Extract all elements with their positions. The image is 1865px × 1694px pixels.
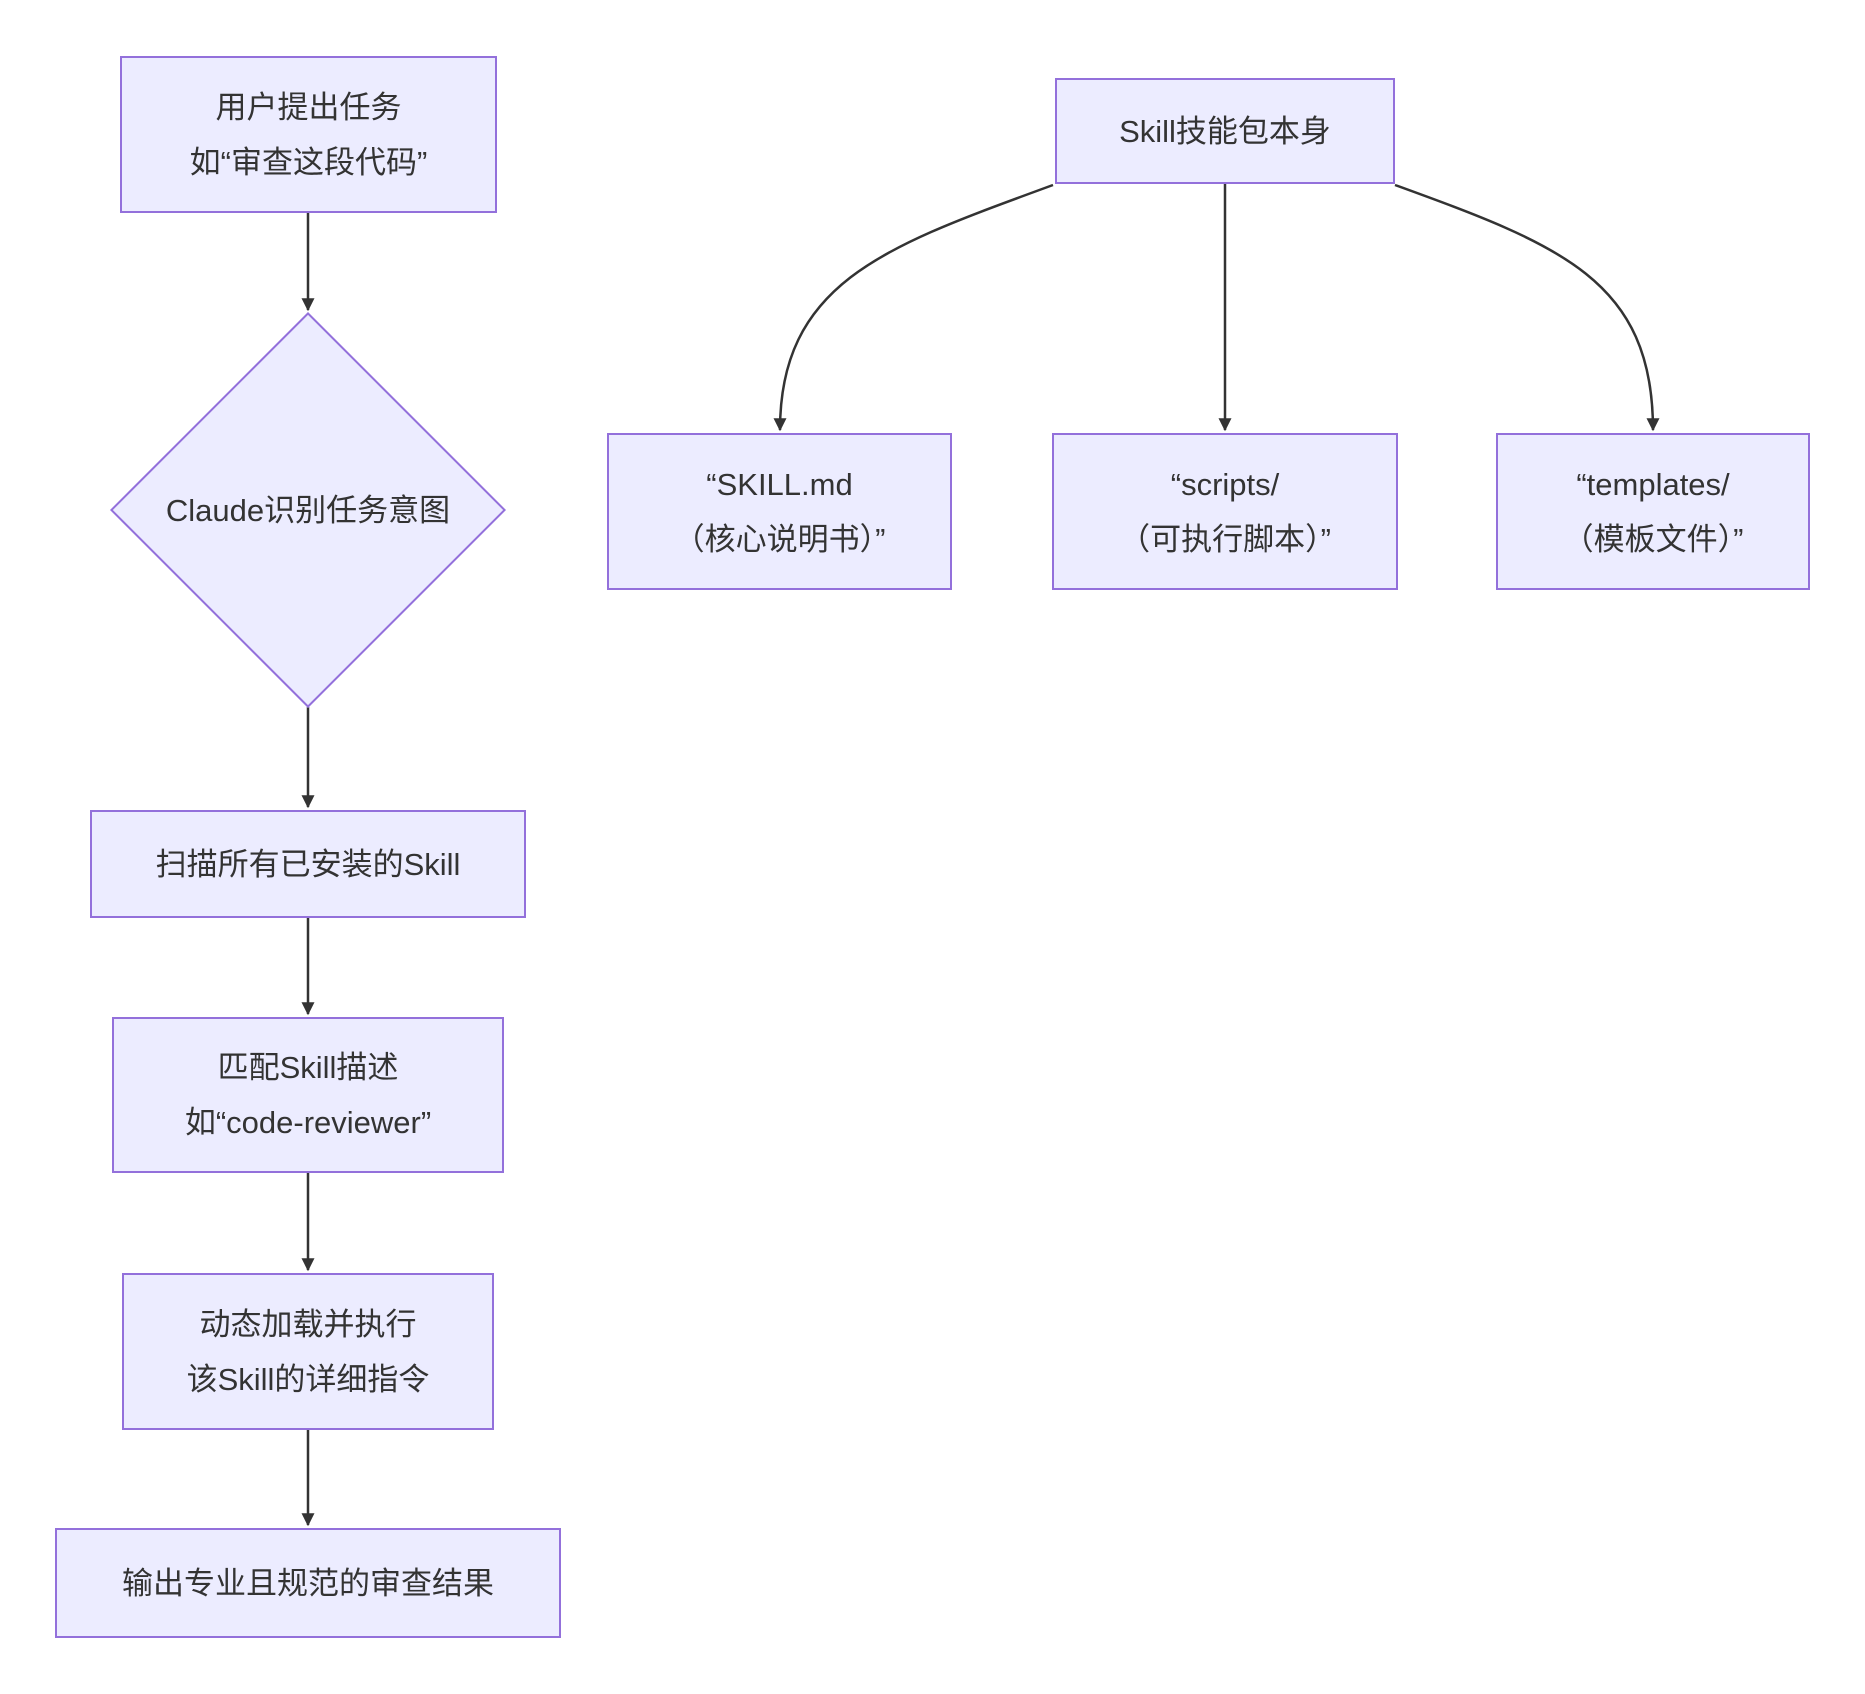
node-scripts-line2: （可执行脚本）” — [1119, 521, 1331, 557]
node-skill-package-root: Skill技能包本身 — [1055, 78, 1395, 184]
node-templates-line1: “templates/ — [1576, 466, 1730, 502]
node-load-execute-line2: 该Skill的详细指令 — [186, 1361, 430, 1397]
node-scripts-line1: “scripts/ — [1170, 466, 1280, 502]
node-match-skill-line2: 如“code-reviewer” — [184, 1105, 432, 1140]
node-templates-line2: （模板文件）” — [1562, 521, 1744, 557]
node-skill-md: “SKILL.md （核心说明书）” — [607, 433, 952, 590]
node-skill-md-line1: “SKILL.md — [706, 466, 853, 502]
decision-claude-intent: Claude识别任务意图 — [110, 370, 506, 650]
node-match-skill: 匹配Skill描述 如“code-reviewer” — [112, 1017, 504, 1173]
node-skill-md-line2: （核心说明书）” — [673, 521, 886, 557]
node-scan-skills-line1: 扫描所有已安装的Skill — [155, 846, 461, 882]
decision-claude-intent-label: Claude识别任务意图 — [165, 492, 451, 528]
node-user-task-line1: 用户提出任务 — [215, 89, 402, 125]
node-scripts: “scripts/ （可执行脚本）” — [1052, 433, 1398, 590]
node-output-result: 输出专业且规范的审查结果 — [55, 1528, 561, 1638]
node-match-skill-line1: 匹配Skill描述 — [217, 1050, 399, 1085]
node-user-task: 用户提出任务 如“审查这段代码” — [120, 56, 497, 213]
node-output-result-line1: 输出专业且规范的审查结果 — [122, 1565, 494, 1601]
arrow-root-to-skill-md — [773, 183, 1054, 432]
node-user-task-line2: 如“审查这段代码” — [189, 144, 428, 180]
node-scan-skills: 扫描所有已安装的Skill — [90, 810, 526, 918]
node-load-execute: 动态加载并执行 该Skill的详细指令 — [122, 1273, 494, 1430]
node-skill-package-root-line1: Skill技能包本身 — [1119, 113, 1331, 149]
arrow-root-to-templates — [1394, 183, 1660, 432]
node-templates: “templates/ （模板文件）” — [1496, 433, 1810, 590]
node-load-execute-line1: 动态加载并执行 — [199, 1306, 417, 1342]
